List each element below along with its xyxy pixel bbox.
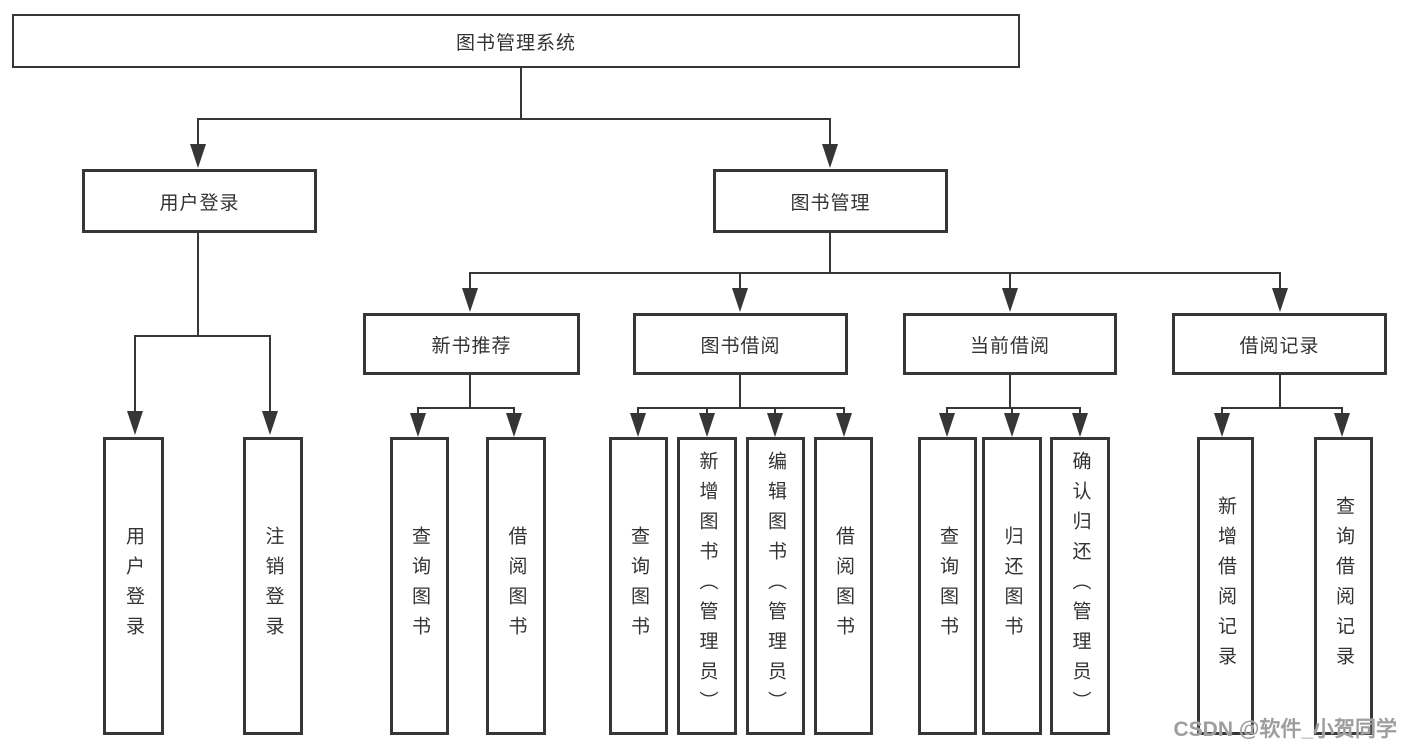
leaf-edit-book-admin: 编辑图书（管理员） (746, 437, 805, 735)
leaf-add-book-admin: 新增图书（管理员） (677, 437, 737, 735)
leaf-edit-book-admin-label: 编辑图书（管理员） (765, 451, 786, 721)
leaf-borrow-books-borrow-label: 借阅图书 (833, 526, 854, 646)
leaf-query-books-borrow-label: 查询图书 (628, 526, 649, 646)
connector-line (417, 407, 515, 409)
leaf-logout: 注销登录 (243, 437, 303, 735)
arrowhead-down (506, 413, 522, 437)
connector-line (1221, 407, 1343, 409)
leaf-query-books-borrow: 查询图书 (609, 437, 668, 735)
arrowhead-down (1002, 288, 1018, 312)
leaf-query-books-current: 查询图书 (918, 437, 977, 735)
connector-line (1079, 407, 1081, 415)
arrowhead-down (1072, 413, 1088, 437)
connector-line (134, 335, 271, 337)
arrowhead-down (262, 411, 278, 435)
connector-line (739, 272, 741, 290)
arrowhead-down (1272, 288, 1288, 312)
node-user-login: 用户登录 (82, 169, 317, 233)
leaf-borrow-books-newbooks: 借阅图书 (486, 437, 546, 735)
connector-line (417, 407, 419, 415)
node-book-management: 图书管理 (713, 169, 948, 233)
arrowhead-down (462, 288, 478, 312)
arrowhead-down (732, 288, 748, 312)
node-root-label: 图书管理系统 (455, 32, 576, 54)
connector-line (469, 272, 1281, 274)
node-book-management-label: 图书管理 (790, 192, 871, 214)
connector-line (637, 407, 639, 415)
arrowhead-down (699, 413, 715, 437)
leaf-query-books-newbooks-label: 查询图书 (409, 526, 430, 646)
node-user-login-label: 用户登录 (159, 192, 240, 214)
leaf-query-books-current-label: 查询图书 (937, 526, 958, 646)
connector-line (1221, 407, 1223, 415)
node-new-book-recommend: 新书推荐 (363, 313, 580, 375)
csdn-watermark: CSDN @软件_小贺同学 (1173, 718, 1398, 741)
connector-line (469, 375, 471, 409)
leaf-borrow-books-newbooks-label: 借阅图书 (505, 526, 527, 646)
connector-line (946, 407, 948, 415)
connector-line (1279, 272, 1281, 290)
connector-line (706, 407, 708, 415)
leaf-add-borrow-record-label: 新增借阅记录 (1215, 496, 1236, 676)
leaf-query-borrow-record-label: 查询借阅记录 (1333, 496, 1354, 676)
arrowhead-down (190, 144, 206, 168)
connector-line (774, 407, 776, 415)
node-new-book-recommend-label: 新书推荐 (431, 335, 512, 357)
connector-line (637, 407, 845, 409)
connector-line (1009, 375, 1011, 409)
connector-line (946, 407, 1081, 409)
connector-line (134, 335, 136, 411)
leaf-add-borrow-record: 新增借阅记录 (1197, 437, 1254, 735)
leaf-borrow-books-borrow: 借阅图书 (814, 437, 873, 735)
connector-line (197, 118, 199, 146)
node-current-borrow-label: 当前借阅 (969, 335, 1050, 357)
leaf-query-books-newbooks: 查询图书 (390, 437, 449, 735)
connector-line (1009, 272, 1011, 290)
connector-line (269, 335, 271, 411)
arrowhead-down (767, 413, 783, 437)
leaf-query-borrow-record: 查询借阅记录 (1314, 437, 1373, 735)
connector-line (1279, 375, 1281, 409)
arrowhead-down (836, 413, 852, 437)
arrowhead-down (822, 144, 838, 168)
node-book-borrow: 图书借阅 (633, 313, 848, 375)
arrowhead-down (410, 413, 426, 437)
connector-line (197, 233, 199, 335)
connector-line (520, 67, 522, 118)
connector-line (1341, 407, 1343, 415)
connector-line (843, 407, 845, 415)
leaf-return-book-label: 归还图书 (1001, 526, 1023, 646)
arrowhead-down (1334, 413, 1350, 437)
leaf-confirm-return-admin-label: 确认归还（管理员） (1069, 451, 1091, 721)
arrowhead-down (1004, 413, 1020, 437)
leaf-add-book-admin-label: 新增图书（管理员） (696, 451, 718, 721)
arrowhead-down (939, 413, 955, 437)
arrowhead-down (1214, 413, 1230, 437)
leaf-user-login-label: 用户登录 (123, 526, 144, 646)
connector-line (739, 375, 741, 409)
arrowhead-down (630, 413, 646, 437)
connector-line (829, 233, 831, 274)
node-current-borrow: 当前借阅 (903, 313, 1117, 375)
leaf-return-book: 归还图书 (982, 437, 1042, 735)
node-root: 图书管理系统 (12, 14, 1020, 68)
node-borrow-records-label: 借阅记录 (1239, 335, 1320, 357)
leaf-user-login: 用户登录 (103, 437, 164, 735)
arrowhead-down (127, 411, 143, 435)
connector-line (197, 118, 831, 120)
node-borrow-records: 借阅记录 (1172, 313, 1387, 375)
leaf-logout-label: 注销登录 (262, 526, 284, 646)
leaf-confirm-return-admin: 确认归还（管理员） (1050, 437, 1110, 735)
connector-line (513, 407, 515, 415)
connector-line (829, 118, 831, 146)
connector-line (1011, 407, 1013, 415)
connector-line (469, 272, 471, 290)
node-book-borrow-label: 图书借阅 (700, 335, 781, 357)
